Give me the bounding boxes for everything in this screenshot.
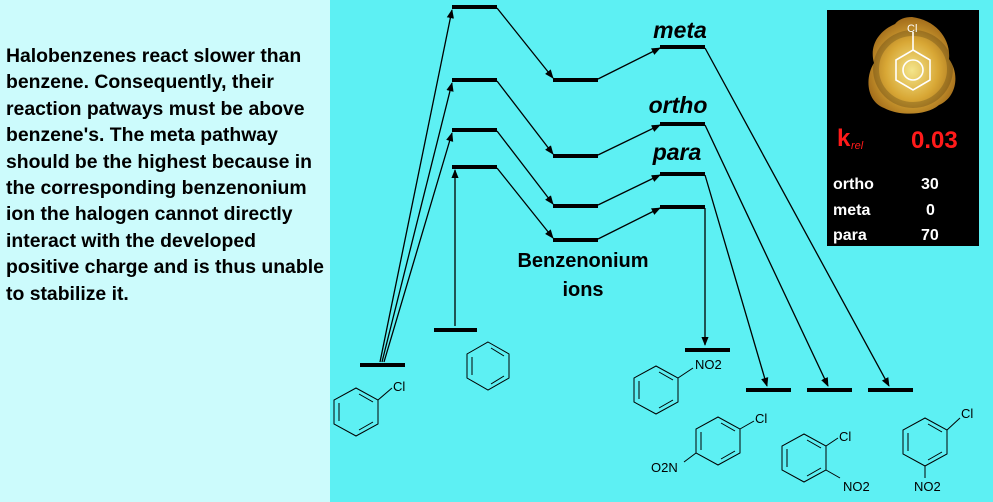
- arrow-ts2-to-meta-product: [704, 47, 890, 387]
- arrow-ts1-to-ion-para: [496, 130, 554, 205]
- ortho-product-no2: NO2: [843, 479, 870, 494]
- para-product-cl: Cl: [755, 411, 767, 426]
- meta-product-cl: Cl: [961, 406, 973, 421]
- para-product-o2n: O2N: [651, 460, 678, 475]
- para-label: para: [833, 227, 867, 244]
- arrow-ts2-to-ortho-product: [704, 124, 829, 387]
- rate-info-graphic: Cl k rel 0.03 ortho 30 meta 0 para 70: [833, 17, 958, 244]
- arrow-ts2-to-para-product: [704, 174, 769, 387]
- ortho-label: ortho: [833, 176, 874, 193]
- meta-label: meta: [833, 202, 870, 219]
- reaction-arrows: [379, 7, 890, 387]
- nitrobenzene-no2: NO2: [695, 357, 722, 372]
- explanation-text: Halobenzenes react slower than benzene. …: [6, 45, 324, 305]
- arrow-start-to-ts1-ortho: [381, 82, 454, 363]
- label-benzenonium: Benzenonium: [517, 250, 648, 272]
- krel-value: 0.03: [911, 127, 958, 154]
- meta-chloronitrobenzene-structure: [902, 417, 961, 478]
- arrow-ts1-to-ion-ortho: [496, 80, 554, 155]
- arrow-ts1-to-ion-meta: [496, 7, 554, 79]
- arrow-ion-to-ts2-meta: [597, 47, 661, 80]
- meta-value: 0: [926, 202, 935, 219]
- krel-symbol: k: [837, 125, 851, 152]
- arrow-ion-to-ts2-benzene: [597, 207, 661, 240]
- ortho-product-cl: Cl: [839, 429, 851, 444]
- krel-subscript: rel: [851, 140, 864, 152]
- label-ortho: ortho: [649, 92, 708, 118]
- rate-info-box: Cl k rel 0.03 ortho 30 meta 0 para 70: [827, 10, 979, 246]
- arrow-ts1-to-ion-benzene: [496, 167, 554, 239]
- label-meta: meta: [653, 17, 707, 43]
- label-para: para: [652, 139, 702, 165]
- para-chloronitrobenzene-structure: [683, 416, 755, 466]
- nitrobenzene-structure: [633, 365, 694, 415]
- text-panel: Halobenzenes react slower than benzene. …: [0, 0, 330, 502]
- benzene-structure: [466, 341, 510, 391]
- map-cl-label: Cl: [907, 23, 917, 35]
- ortho-value: 30: [921, 176, 939, 193]
- label-ions: ions: [562, 279, 603, 301]
- arrow-start-to-ts1-para: [383, 132, 454, 363]
- arrow-start-to-ts1-meta: [379, 9, 454, 363]
- chlorobenzene-structure: [333, 387, 393, 437]
- chlorobenzene-cl: Cl: [393, 379, 405, 394]
- para-value: 70: [921, 227, 939, 244]
- structures: [333, 341, 961, 483]
- energy-levels: [360, 5, 913, 392]
- meta-product-no2: NO2: [914, 479, 941, 494]
- arrow-ion-to-ts2-para: [597, 174, 661, 206]
- ortho-chloronitrobenzene-structure: [781, 433, 841, 483]
- electrostatic-map-icon: Cl: [868, 17, 956, 114]
- structure-labels: Cl NO2 Cl O2N Cl NO2 Cl NO2: [393, 357, 973, 494]
- arrow-ion-to-ts2-ortho: [597, 124, 661, 156]
